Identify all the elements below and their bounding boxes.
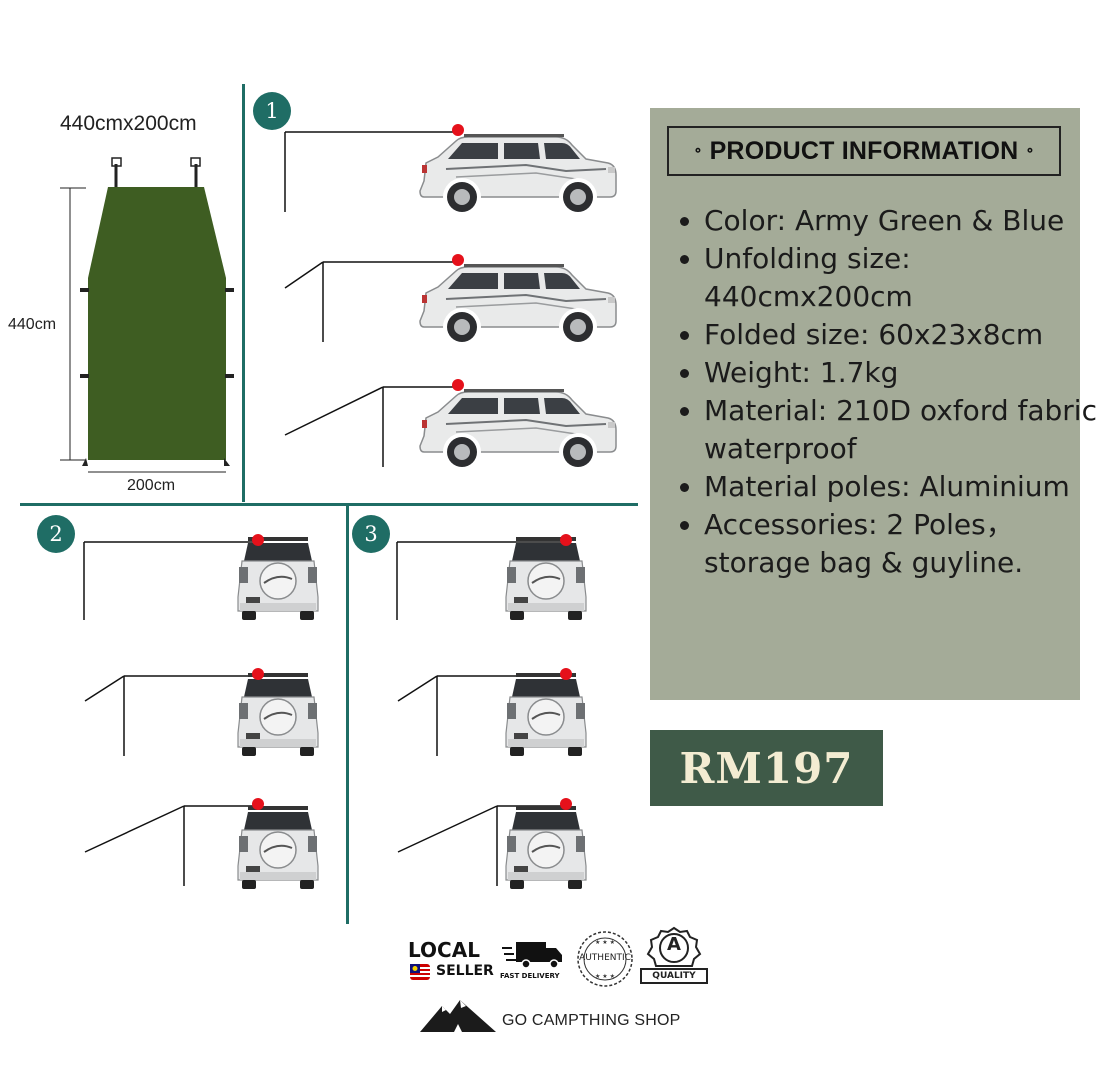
info-item-unfolding-size: Unfolding size: 440cmx200cm <box>704 240 1104 316</box>
product-info-title: PRODUCT INFORMATION <box>709 136 1019 165</box>
tarp-diagram <box>60 157 234 473</box>
setup-2c <box>84 798 319 890</box>
tarp-size-label: 440cmx200cm <box>60 112 197 135</box>
authentic-badge: ★ ★ ★ ★ ★ ★ AUTHENTIC <box>573 930 637 988</box>
quality-seal-icon <box>646 926 702 967</box>
fast-delivery-badge: FAST DELIVERY <box>500 940 568 984</box>
quality-ribbon: QUALITY <box>640 968 708 984</box>
shop-name: GO CAMPTHING SHOP <box>502 1012 681 1029</box>
fast-delivery-label: FAST DELIVERY <box>500 972 560 980</box>
mountain-logo-icon <box>420 1000 496 1032</box>
step-badge-1: 1 <box>253 92 291 130</box>
setup-3c <box>397 798 587 890</box>
step-2-illustrations <box>83 534 319 890</box>
setup-3a <box>396 534 587 621</box>
divider-vertical-bottom <box>346 506 349 924</box>
tarp-height-label: 440cm <box>8 316 57 333</box>
authentic-seal-icon: ★ ★ ★ ★ ★ ★ <box>577 931 633 987</box>
setup-2a <box>83 534 319 621</box>
local-label: LOCAL <box>408 938 480 962</box>
quality-label: QUALITY <box>652 971 696 981</box>
malaysia-flag-icon <box>410 964 430 980</box>
local-seller-badge: LOCAL SELLER <box>408 938 494 986</box>
step-1-illustrations <box>284 124 617 472</box>
tarp-width-label: 200cm <box>127 477 176 494</box>
price-tag: RM197 <box>650 730 883 806</box>
divider-horizontal <box>20 503 638 506</box>
ornament-icon: ⚬ <box>692 143 704 158</box>
setup-1c <box>284 379 617 472</box>
product-info-list: Color: Army Green & Blue Unfolding size:… <box>678 202 1104 582</box>
tarp-strap-left <box>111 157 122 188</box>
step-badge-3: 3 <box>352 515 390 553</box>
step-badge-2: 2 <box>37 515 75 553</box>
info-item-material-poles: Material poles: Aluminium <box>704 468 1104 506</box>
tarp-strap-right <box>190 157 201 188</box>
quality-letter: A <box>667 934 681 955</box>
tarp-sheet <box>88 187 226 460</box>
info-item-accessories: Accessories: 2 Poles，storage bag & guyli… <box>704 506 1104 582</box>
quality-badge: A QUALITY <box>640 926 708 988</box>
setup-1b <box>284 254 617 347</box>
info-item-folded-size: Folded size: 60x23x8cm <box>704 316 1104 354</box>
info-item-weight: Weight: 1.7kg <box>704 354 1104 392</box>
delivery-truck-icon <box>502 942 562 969</box>
setup-3b <box>397 668 587 757</box>
step-3-illustrations <box>396 534 587 890</box>
info-item-material: Material: 210D oxford fabric waterproof <box>704 392 1104 468</box>
seller-label: SELLER <box>436 963 494 979</box>
product-info-title-box: ⚬ PRODUCT INFORMATION ⚬ <box>667 126 1061 176</box>
authentic-label: AUTHENTIC <box>579 953 631 963</box>
svg-text:★ ★ ★: ★ ★ ★ <box>595 973 615 980</box>
ornament-icon: ⚬ <box>1024 143 1036 158</box>
setup-1a <box>284 124 617 217</box>
svg-text:★ ★ ★: ★ ★ ★ <box>595 939 615 946</box>
setup-2b <box>84 668 319 757</box>
product-info-panel: ⚬ PRODUCT INFORMATION ⚬ Color: Army Gree… <box>650 108 1097 700</box>
divider-vertical-top <box>242 84 245 502</box>
info-item-color: Color: Army Green & Blue <box>704 202 1104 240</box>
